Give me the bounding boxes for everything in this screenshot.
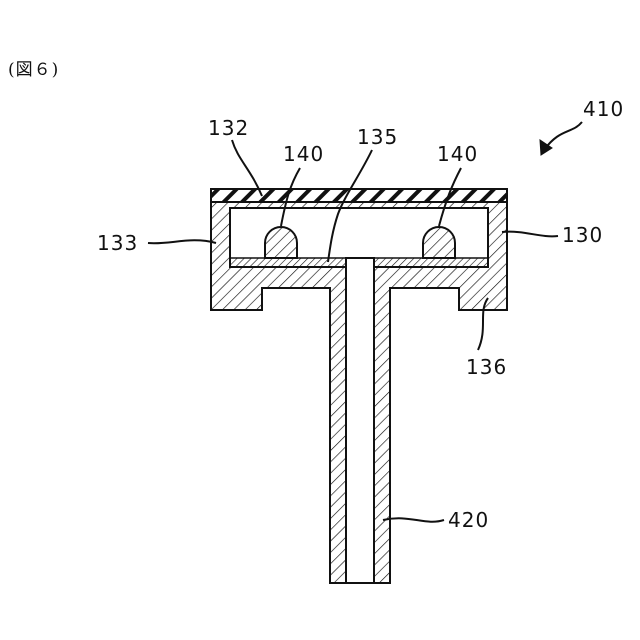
label-132: 132 [208,116,249,140]
central-bore [346,258,374,583]
leader-420 [383,518,444,521]
leader-410 [544,122,582,150]
label-140-left: 140 [283,142,324,166]
element-right [423,227,455,258]
label-136: 136 [466,355,507,379]
label-130: 130 [562,223,603,247]
label-410: 410 [583,97,624,121]
leader-132 [232,140,262,196]
leader-130 [502,232,558,237]
cover-plate-pattern [211,189,507,202]
label-140-right: 140 [437,142,478,166]
leader-133 [148,240,216,243]
label-135: 135 [357,125,398,149]
element-left [265,227,297,258]
label-420: 420 [448,508,489,532]
label-133: 133 [97,231,138,255]
